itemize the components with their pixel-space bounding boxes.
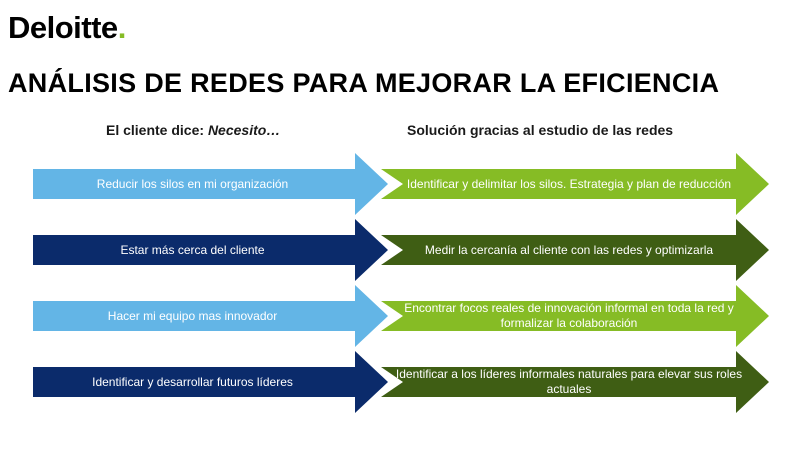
- need-label: Estar más cerca del cliente: [120, 242, 265, 257]
- solution-arrow-innovation: Encontrar focos reales de innovación inf…: [381, 285, 769, 347]
- row-client: Estar más cerca del cliente Medir la cer…: [0, 219, 800, 281]
- left-column-header: El cliente dice: Necesito…: [106, 121, 280, 139]
- solution-label: Identificar y delimitar los silos. Estra…: [406, 176, 732, 191]
- solution-label: Identificar a los líderes informales nat…: [395, 367, 743, 396]
- need-arrow-client: Estar más cerca del cliente: [33, 219, 388, 281]
- row-innovation: Hacer mi equipo mas innovador Encontrar …: [0, 285, 800, 347]
- need-arrow-leaders: Identificar y desarrollar futuros lídere…: [33, 351, 388, 413]
- solution-label: Medir la cercanía al cliente con las red…: [424, 242, 714, 257]
- need-label: Hacer mi equipo mas innovador: [107, 308, 278, 323]
- need-arrow-silos: Reducir los silos en mi organización: [33, 153, 388, 215]
- row-silos: Reducir los silos en mi organización Ide…: [0, 153, 800, 215]
- need-arrow-innovation: Hacer mi equipo mas innovador: [33, 285, 388, 347]
- left-column-header-prefix: El cliente dice:: [106, 122, 208, 138]
- solution-arrow-silos: Identificar y delimitar los silos. Estra…: [381, 153, 769, 215]
- solution-arrow-leaders: Identificar a los líderes informales nat…: [381, 351, 769, 413]
- right-column-header: Solución gracias al estudio de las redes: [407, 122, 674, 138]
- need-label: Identificar y desarrollar futuros lídere…: [92, 374, 293, 389]
- solution-arrow-client: Medir la cercanía al cliente con las red…: [381, 219, 769, 281]
- page-title: ANÁLISIS DE REDES PARA MEJORAR LA EFICIE…: [8, 68, 720, 98]
- need-label: Reducir los silos en mi organización: [96, 176, 289, 191]
- logo-wordmark: Deloitte: [8, 10, 118, 45]
- left-column-header-emphasis: Necesito…: [207, 122, 281, 138]
- logo-dot: .: [117, 10, 127, 45]
- row-leaders: Identificar y desarrollar futuros lídere…: [0, 351, 800, 413]
- solution-label: Encontrar focos reales de innovación inf…: [404, 301, 734, 330]
- deloitte-logo: Deloitte.: [8, 8, 126, 48]
